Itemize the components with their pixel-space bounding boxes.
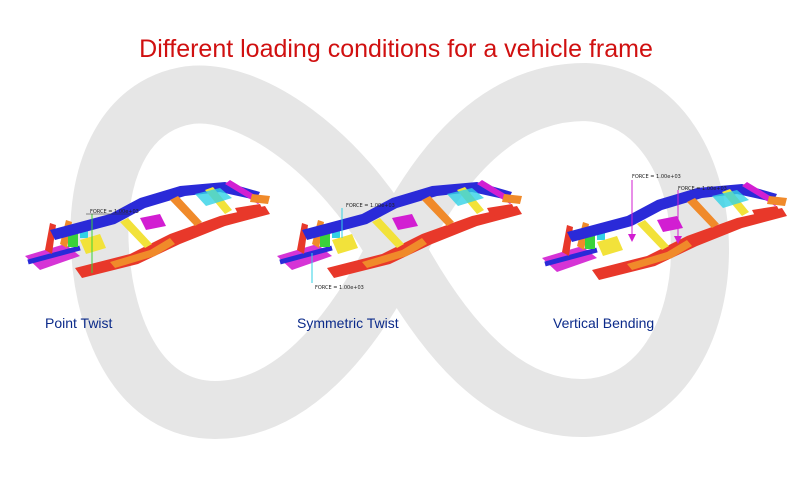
caption-vertical-bending: Vertical Bending bbox=[553, 315, 655, 331]
caption-point-twist: Point Twist bbox=[45, 315, 113, 331]
force-label-symmetric-twist-1: FORCE = 1.00e+03 bbox=[346, 203, 395, 209]
force-label-symmetric-twist-2: FORCE = 1.00e+03 bbox=[315, 285, 364, 291]
frame-model-symmetric-twist bbox=[277, 180, 522, 283]
force-label-vertical-bending-2: FORCE = 1.00e+03 bbox=[678, 186, 727, 192]
force-label-vertical-bending-1: FORCE = 1.00e+03 bbox=[632, 174, 681, 180]
frame-model-point-twist bbox=[25, 180, 270, 278]
caption-symmetric-twist: Symmetric Twist bbox=[297, 315, 399, 331]
force-label-point-twist-1: FORCE = 1.00e+03 bbox=[90, 209, 139, 215]
page-title: Different loading conditions for a vehic… bbox=[139, 35, 653, 63]
frame-model-vertical-bending bbox=[542, 180, 787, 280]
